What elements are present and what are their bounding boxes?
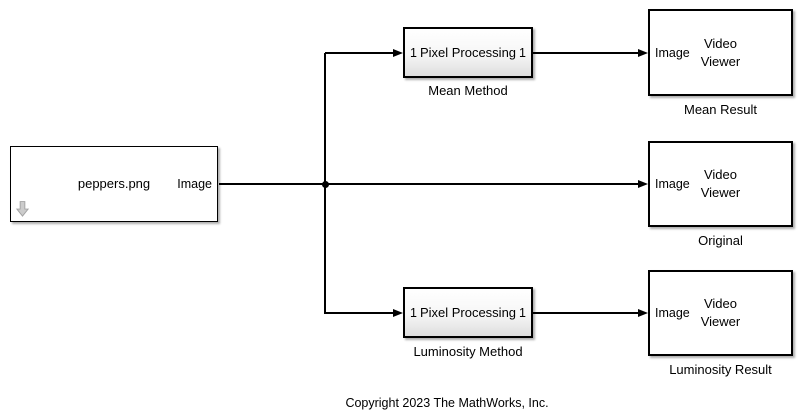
arrowhead-into-mean-method xyxy=(393,48,403,57)
wire-junction-dot xyxy=(321,180,329,188)
viewer-name-line2: Viewer xyxy=(700,185,741,200)
wire-branch-to-mean-method[interactable] xyxy=(325,52,393,54)
mean-method-input-port-label: 1 xyxy=(410,45,417,60)
arrowhead-into-original xyxy=(638,179,648,188)
mean-result-caption[interactable]: Mean Result xyxy=(684,102,757,117)
original-input-port-label: Image xyxy=(655,177,690,191)
luminosity-method-block-name: Pixel Processing xyxy=(419,304,517,320)
mean-result-viewer-block[interactable]: Image Video Viewer xyxy=(648,9,793,96)
mean-method-output-port-label: 1 xyxy=(519,45,526,60)
luminosity-method-caption[interactable]: Luminosity Method xyxy=(413,344,523,359)
arrowhead-into-mean-result xyxy=(638,48,648,57)
wire-branch-to-luminosity-method[interactable] xyxy=(325,312,393,314)
luminosity-method-subsystem-block[interactable]: 1 Pixel Processing 1 xyxy=(403,287,533,338)
viewer-name-line1: Video xyxy=(703,167,737,182)
mean-method-subsystem-block[interactable]: 1 Pixel Processing 1 xyxy=(403,27,533,78)
original-caption[interactable]: Original xyxy=(698,233,743,248)
arrowhead-into-luminosity-method xyxy=(393,308,403,317)
wire-mean-method-to-mean-result[interactable] xyxy=(533,52,638,54)
viewer-name-line1: Video xyxy=(703,35,737,51)
viewer-name-line2: Viewer xyxy=(700,314,741,329)
luminosity-result-caption[interactable]: Luminosity Result xyxy=(669,362,772,377)
wire-luminosity-method-to-luminosity-result[interactable] xyxy=(533,312,638,314)
download-arrow-icon xyxy=(15,201,30,217)
mean-method-caption[interactable]: Mean Method xyxy=(428,83,508,98)
viewer-name-line1: Video xyxy=(703,296,737,311)
wire-source-to-original[interactable] xyxy=(219,183,639,185)
copyright-annotation[interactable]: Copyright 2023 The MathWorks, Inc. xyxy=(345,396,549,410)
mean-method-block-name: Pixel Processing xyxy=(419,44,517,60)
arrowhead-into-luminosity-result xyxy=(638,308,648,317)
luminosity-result-input-port-label: Image xyxy=(655,306,690,320)
original-viewer-block[interactable]: Image Video Viewer xyxy=(648,141,793,227)
luminosity-result-viewer-block[interactable]: Image Video Viewer xyxy=(648,270,793,356)
viewer-name-line2: Viewer xyxy=(700,53,741,69)
luminosity-method-output-port-label: 1 xyxy=(519,305,526,320)
luminosity-method-input-port-label: 1 xyxy=(410,305,417,320)
mean-result-input-port-label: Image xyxy=(655,45,690,60)
image-source-output-port-label: Image xyxy=(177,177,212,191)
image-source-block[interactable]: peppers.png Image xyxy=(10,146,218,222)
